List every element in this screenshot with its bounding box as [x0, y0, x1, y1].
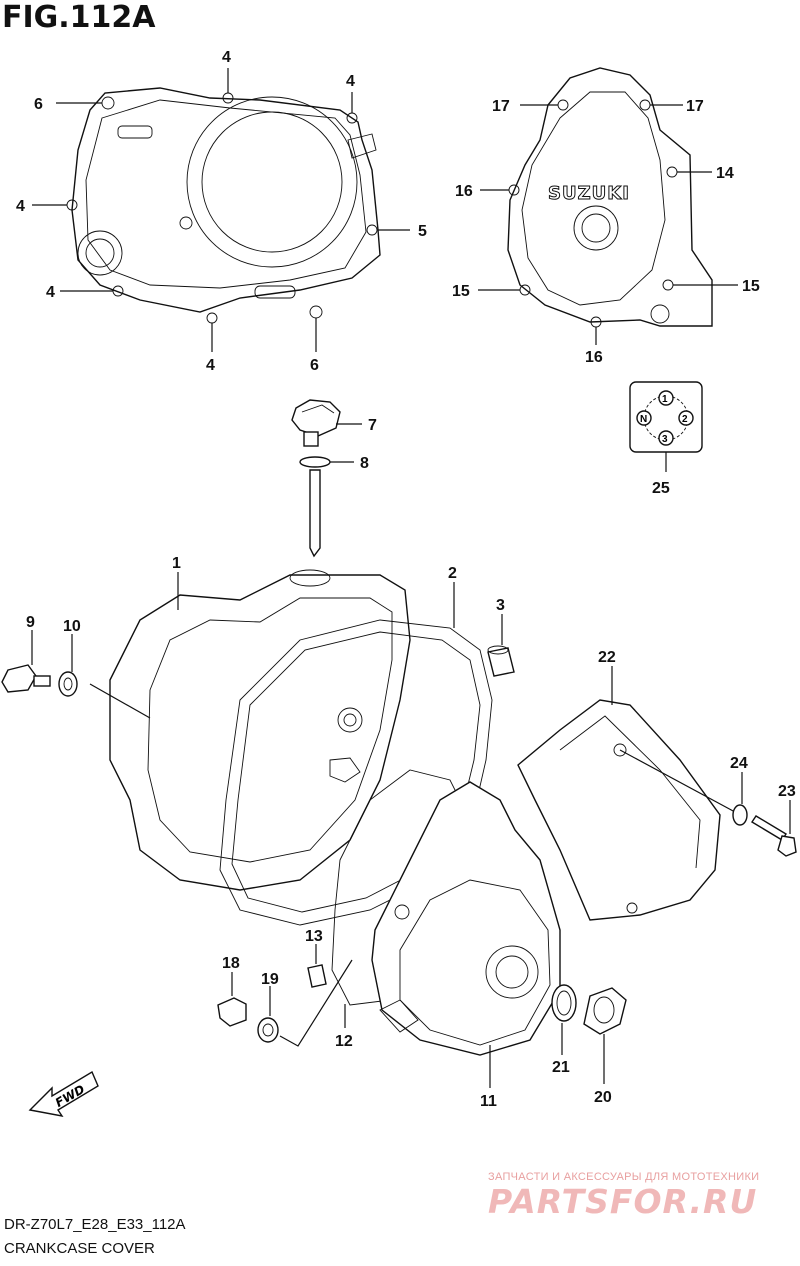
watermark-tagline: ЗАПЧАСТИ И АКСЕССУАРЫ ДЛЯ МОТОТЕХНИКИ [488, 1171, 760, 1183]
callout-18: 18 [222, 955, 240, 972]
callout-19: 19 [261, 971, 279, 988]
sprocket-cover [517, 699, 721, 921]
diagram-code: DR-Z70L7_E28_E33_112A [4, 1216, 186, 1233]
watermark-brand: PARTSFOR.RU [488, 1182, 758, 1221]
dowel-pin [487, 645, 515, 677]
order-label-3: 3 [662, 434, 668, 445]
callout-2: 2 [448, 565, 457, 582]
clutch-cover-detail [66, 87, 381, 324]
tightening-order-diagram: 1 2 3 N [629, 381, 703, 472]
callout-21: 21 [552, 1059, 570, 1076]
callout-3: 3 [496, 597, 505, 614]
section-name: CRANKCASE COVER [4, 1240, 155, 1257]
plug-20-oring-21 [551, 984, 627, 1035]
callout-4-lower-left: 4 [46, 284, 55, 301]
callout-16-bottom: 16 [585, 349, 603, 366]
callout-25: 25 [652, 480, 670, 497]
oil-filler-cap [291, 399, 341, 558]
callout-5: 5 [418, 223, 427, 240]
callout-4-left: 4 [16, 198, 25, 215]
order-label-2: 2 [682, 414, 688, 425]
callout-20: 20 [594, 1089, 612, 1106]
leaders-cap [330, 423, 362, 463]
leaders-clutch-cover [32, 68, 410, 352]
cover-brand-logo: SUZUKI [548, 183, 630, 204]
callout-14: 14 [716, 165, 734, 182]
callout-4-top: 4 [222, 49, 231, 66]
callout-6-bottom: 6 [310, 357, 319, 374]
callout-17-left: 17 [492, 98, 510, 115]
callout-16-left: 16 [455, 183, 473, 200]
callout-23: 23 [778, 783, 796, 800]
callout-7: 7 [368, 417, 377, 434]
callout-4-bottom: 4 [206, 357, 215, 374]
callout-8: 8 [360, 455, 369, 472]
fwd-direction-arrow: FWD [28, 1070, 99, 1117]
leaders-magneto-cover [478, 104, 738, 345]
callout-24: 24 [730, 755, 748, 772]
callout-9: 9 [26, 614, 35, 631]
magneto-cover-main [371, 781, 561, 1056]
callout-6-left: 6 [34, 96, 43, 113]
dowel-13-bolt-18-washer-19 [217, 959, 353, 1047]
callout-4-right: 4 [346, 73, 355, 90]
callout-22: 22 [598, 649, 616, 666]
figure-title: FIG.112A [2, 0, 156, 35]
order-label-n: N [640, 414, 647, 425]
bolt-9-washer-10 [1, 664, 151, 719]
callout-17-right: 17 [686, 98, 704, 115]
callout-15-left: 15 [452, 283, 470, 300]
leaders-magneto-main [231, 944, 605, 1088]
order-label-1: 1 [662, 394, 668, 405]
callout-11: 11 [480, 1093, 497, 1110]
magneto-cover-detail: SUZUKI [507, 67, 713, 328]
leaders-main [31, 572, 503, 672]
callout-10: 10 [63, 618, 81, 635]
callout-1: 1 [172, 555, 181, 572]
callout-15-right: 15 [742, 278, 760, 295]
callout-13: 13 [305, 928, 323, 945]
clutch-cover-main [109, 569, 411, 891]
callout-12: 12 [335, 1033, 353, 1050]
washer-24-bolt-23 [611, 666, 797, 857]
